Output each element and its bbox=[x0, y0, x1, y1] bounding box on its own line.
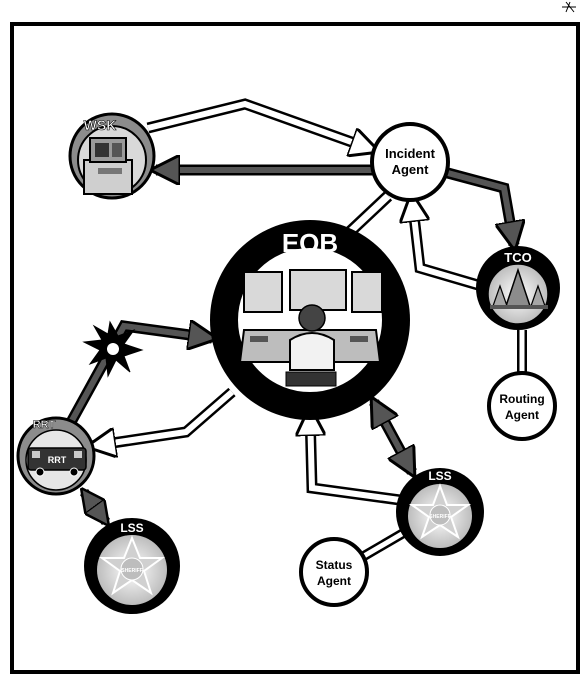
node-eob: EOB bbox=[210, 220, 410, 420]
tco-label: TCO bbox=[504, 250, 531, 265]
kiosk-icon bbox=[83, 137, 133, 195]
wsk-label: WSK bbox=[84, 117, 117, 133]
operator-console-icon bbox=[238, 269, 383, 387]
arrow-rrt-lss-bidirectional bbox=[84, 492, 106, 522]
incident-agent-line2: Agent bbox=[392, 162, 430, 177]
arrow-lss-to-eob bbox=[310, 412, 401, 506]
node-tco: TCO bbox=[476, 246, 560, 330]
bus-icon: RRT bbox=[27, 447, 87, 477]
arrow-wsk-to-incident bbox=[146, 98, 374, 150]
node-incident-agent: Incident Agent bbox=[370, 122, 450, 202]
node-rrt: RRT RRT bbox=[16, 416, 96, 496]
rrt-label: RRT bbox=[33, 419, 56, 431]
node-lss-left: SHERIFF LSS bbox=[84, 518, 180, 614]
incident-agent-line1: Incident bbox=[385, 146, 436, 161]
arrow-tco-to-incident bbox=[412, 198, 480, 291]
rrt-vehicle-label: RRT bbox=[48, 455, 67, 465]
arrow-eob-lss-bidirectional bbox=[369, 402, 417, 472]
node-status-agent: Status Agent bbox=[299, 537, 369, 607]
node-wsk: WSK bbox=[68, 112, 156, 200]
sheriff-star-icon: SHERIFF bbox=[408, 483, 472, 540]
lss-right-badge-text: SHERIFF bbox=[429, 514, 450, 520]
traffic-cones-icon bbox=[490, 267, 548, 309]
arrow-rrt-to-eob bbox=[65, 326, 212, 427]
eob-label: EOB bbox=[282, 228, 338, 258]
status-agent-line2: Agent bbox=[317, 574, 351, 588]
node-lss-right: SHERIFF LSS bbox=[396, 468, 484, 556]
arrow-eob-to-rrt bbox=[92, 387, 236, 446]
status-agent-line1: Status bbox=[316, 558, 353, 572]
lss-right-label: LSS bbox=[428, 469, 451, 483]
sheriff-star-icon: SHERIFF bbox=[98, 535, 166, 596]
routing-agent-line1: Routing bbox=[499, 392, 544, 406]
lss-left-badge-text: SHERIFF bbox=[121, 568, 142, 574]
routing-agent-line2: Agent bbox=[505, 408, 539, 422]
node-routing-agent: Routing Agent bbox=[487, 371, 557, 441]
arrow-incident-to-tco bbox=[442, 166, 514, 245]
lss-left-label: LSS bbox=[120, 521, 143, 535]
starburst-icon bbox=[82, 320, 144, 378]
corner-mark-icon bbox=[562, 1, 576, 13]
